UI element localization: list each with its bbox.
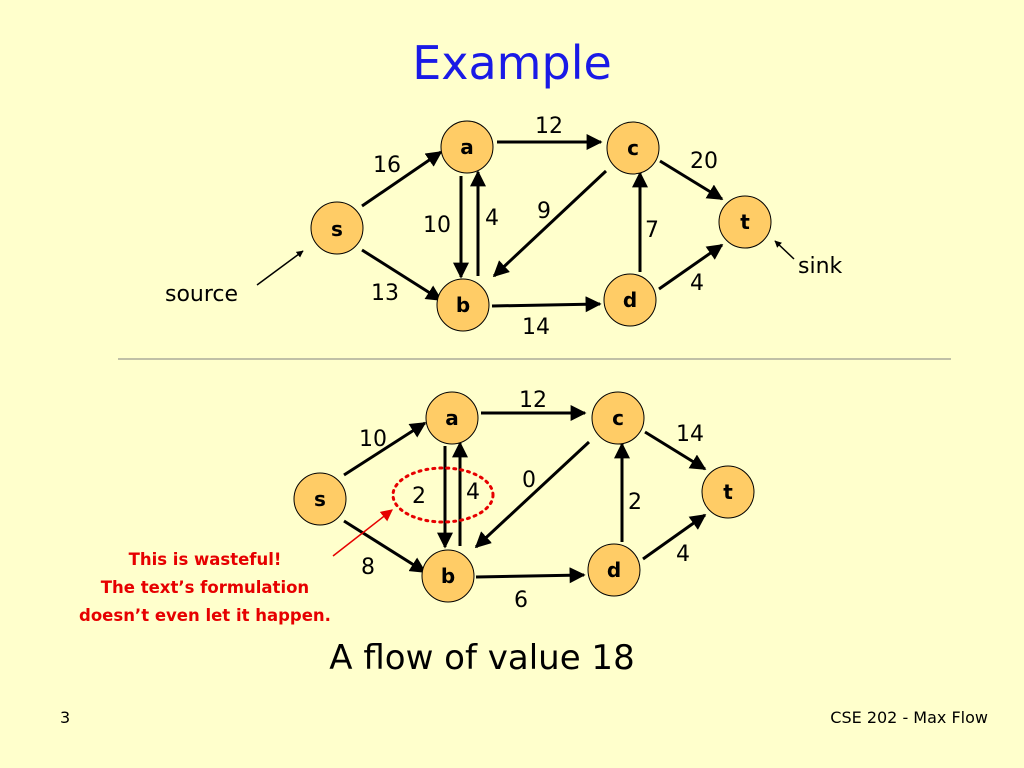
flow-label-s-a: 10	[359, 427, 387, 452]
callout-line-3: doesn’t even let it happen.	[79, 606, 331, 625]
edge-label-a-b: 10	[423, 213, 451, 238]
node-t	[718, 195, 772, 249]
flow-label-a-b: 2	[412, 484, 426, 509]
wasteful-highlight	[391, 466, 495, 524]
edge-d-t	[658, 243, 724, 291]
sink-pointer	[774, 240, 795, 260]
node-label-s: s	[331, 217, 343, 241]
node-s	[310, 201, 364, 255]
source-annotation: source	[165, 282, 238, 307]
flow-edge-c-t	[644, 430, 707, 471]
flow-nodes	[293, 391, 755, 603]
flow-value-caption: A flow of value 18	[329, 638, 635, 678]
flow-label-b-d: 6	[514, 588, 528, 613]
node-label-a: a	[460, 135, 474, 159]
edge-label-c-b: 9	[537, 199, 551, 224]
capacity-edges	[361, 134, 724, 313]
flow-node-s	[293, 472, 347, 526]
edge-label-a-c: 12	[535, 114, 563, 139]
flow-edge-d-t	[642, 513, 707, 561]
edge-s-b	[361, 248, 443, 302]
flow-label-c-t: 14	[676, 422, 704, 447]
flow-node-label-c: c	[612, 406, 624, 430]
flow-label-d-t: 4	[676, 542, 690, 567]
slide-title: Example	[412, 36, 612, 90]
flow-label-c-b: 0	[522, 468, 536, 493]
edge-label-d-c: 7	[645, 218, 659, 243]
callout-line-2: The text’s formulation	[100, 578, 310, 597]
capacity-nodes	[310, 120, 772, 332]
node-b	[436, 278, 490, 332]
flow-edges	[343, 405, 707, 584]
node-label-b: b	[456, 293, 470, 317]
source-pointer	[256, 250, 304, 286]
flow-label-d-c: 2	[628, 490, 642, 515]
page-number: 3	[60, 708, 71, 727]
wasteful-callout: This is wasteful! The text’s formulation…	[40, 546, 370, 630]
capacity-graph: s a b c d t 16 13 10 4 12 9 14 7 20 4 so…	[165, 114, 843, 340]
flow-node-label-b: b	[441, 564, 455, 588]
flow-node-t	[701, 465, 755, 519]
node-label-d: d	[623, 288, 637, 312]
flow-edge-s-b	[343, 519, 427, 574]
sink-annotation: sink	[798, 254, 843, 279]
edge-label-b-d: 14	[522, 315, 550, 340]
flow-label-b-a: 4	[466, 480, 480, 505]
flow-node-label-s: s	[314, 487, 326, 511]
callout-line-1: This is wasteful!	[128, 550, 282, 569]
node-a	[440, 120, 494, 174]
flow-node-b	[421, 549, 475, 603]
edge-c-t	[659, 159, 724, 201]
edge-label-d-t: 4	[690, 271, 704, 296]
node-d	[603, 273, 657, 327]
flow-edge-b-d	[475, 567, 586, 584]
flow-node-a	[425, 391, 479, 445]
flow-label-s-b: 8	[361, 555, 375, 580]
flow-node-label-d: d	[607, 558, 621, 582]
flow-node-label-a: a	[445, 406, 459, 430]
edge-label-s-b: 13	[371, 281, 399, 306]
callout-pointer	[332, 509, 393, 557]
edge-label-b-a: 4	[485, 206, 499, 231]
flow-node-c	[591, 391, 645, 445]
flow-label-a-c: 12	[519, 388, 547, 413]
edge-label-s-a: 16	[373, 153, 401, 178]
flow-node-label-t: t	[723, 480, 733, 504]
edge-b-d	[491, 296, 602, 313]
flow-node-d	[587, 543, 641, 597]
flow-edge-s-a	[343, 421, 427, 477]
edge-label-c-t: 20	[690, 149, 718, 174]
edge-s-a	[361, 150, 443, 208]
flow-graph: s a b c d t 10 8 2 4 12 0 6 2 14 4	[293, 388, 755, 613]
node-c	[606, 121, 660, 175]
node-label-t: t	[740, 210, 750, 234]
flow-edge-c-b	[474, 440, 591, 549]
node-label-c: c	[627, 136, 639, 160]
footer-title: CSE 202 - Max Flow	[830, 708, 988, 727]
edge-c-b	[492, 169, 608, 278]
